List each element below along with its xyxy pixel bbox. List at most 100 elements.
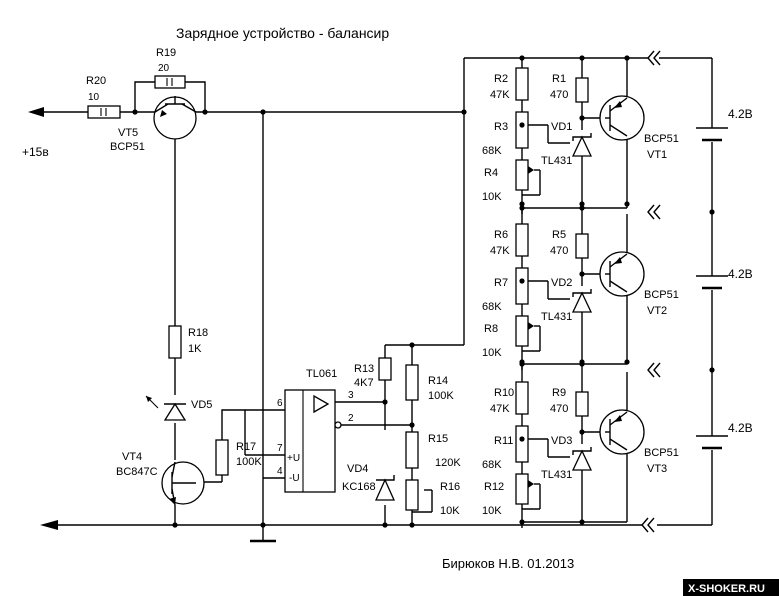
transistor-emitter-arrow (614, 257, 622, 264)
battery-cell-3: 4.2В (696, 421, 753, 450)
svg-text:VD4: VD4 (347, 463, 368, 475)
transistor-collector (609, 124, 628, 137)
wires (40, 57, 713, 540)
svg-text:10: 10 (88, 92, 100, 103)
resistor-collector (575, 77, 589, 103)
junction (624, 55, 630, 61)
resistor-collector (575, 233, 589, 259)
transistor-collector (609, 438, 628, 451)
svg-text:100K: 100K (428, 390, 454, 402)
shunt-part: TL431 (541, 155, 572, 167)
resistor-mid (515, 267, 529, 305)
transistor-part: BCP51 (644, 289, 679, 301)
resistor-collector (575, 391, 589, 417)
junction (519, 359, 525, 365)
potentiometer (515, 315, 529, 347)
potentiometer-ref: R8 (484, 323, 498, 335)
resistor-r13: R13 4K7 (354, 357, 392, 389)
junction (519, 519, 525, 525)
junctions (132, 109, 715, 528)
resistor-r18: R18 1K (168, 325, 208, 359)
svg-text:-U: -U (289, 473, 300, 484)
opamp-tl061: TL061 6 7 4 3 2 +U -U (277, 368, 354, 493)
svg-text:3: 3 (348, 390, 354, 401)
pot-wiper-arrow (528, 166, 534, 174)
resistor-mid-value: 68K (482, 301, 502, 313)
svg-text:100K: 100K (236, 456, 262, 468)
resistor-mid-ref: R3 (494, 121, 508, 133)
pot-wiper-arrow (528, 322, 534, 330)
svg-text:4: 4 (277, 466, 283, 477)
potentiometer-value: 10K (482, 191, 502, 203)
pot-wiper-arrow (528, 480, 534, 488)
transistor-part: BCP51 (644, 133, 679, 145)
junction (579, 55, 585, 61)
resistor-r14: R14 100K (405, 364, 454, 402)
shunt-ref: VD1 (551, 121, 572, 133)
potentiometer-ref: R12 (484, 481, 504, 493)
svg-text:1K: 1K (188, 343, 202, 355)
resistor-mid (515, 111, 529, 149)
svg-text:R19: R19 (156, 47, 176, 59)
resistor-r20: R20 10 (86, 75, 121, 119)
svg-text:2: 2 (348, 413, 354, 424)
junction (579, 271, 585, 277)
shunt-regulator (571, 291, 593, 313)
transistor-body (599, 251, 645, 297)
svg-text:R20: R20 (86, 75, 106, 87)
resistor-top (515, 223, 529, 257)
shunt-regulator (571, 449, 593, 471)
resistor-top-value: 47K (490, 89, 510, 101)
svg-text:20: 20 (158, 63, 170, 74)
resistor-mid-ref: R7 (494, 277, 508, 289)
resistor-top (515, 381, 529, 415)
svg-text:VD5: VD5 (191, 399, 212, 411)
svg-text:VT5: VT5 (118, 127, 138, 139)
shunt-cathode-bar (572, 133, 592, 141)
battery-cell-1: 4.2В (696, 107, 753, 142)
junction (624, 359, 630, 365)
resistor-mid-value: 68K (482, 459, 502, 471)
resistor-collector-ref: R9 (552, 387, 566, 399)
shunt-ref: VD3 (551, 435, 572, 447)
transistor-body (599, 95, 645, 141)
potentiometer (515, 159, 529, 191)
svg-text:R13: R13 (354, 363, 374, 375)
resistor-mid (515, 425, 529, 463)
svg-text:R17: R17 (236, 441, 256, 453)
ground-arrow (40, 520, 58, 530)
svg-text:VT4: VT4 (122, 451, 142, 463)
transistor-ref: VT3 (647, 463, 667, 475)
svg-text:10K: 10K (440, 505, 460, 517)
watermark-badge (683, 579, 779, 596)
svg-text:TL061: TL061 (306, 368, 337, 380)
shunt-part: TL431 (541, 469, 572, 481)
transistor-collector (609, 280, 628, 293)
shunt-regulator (571, 135, 593, 157)
potentiometer-value: 10K (482, 347, 502, 359)
watermark-text: X-SHOKER.RU (688, 583, 765, 595)
shunt-ref: VD2 (551, 277, 572, 289)
svg-text:4.2В: 4.2В (728, 107, 753, 121)
resistor-collector-ref: R5 (552, 229, 566, 241)
resistor-top-ref: R2 (494, 73, 508, 85)
diagram-title: Зарядное устройство - балансир (176, 25, 389, 41)
resistor-top-ref: R10 (494, 387, 514, 399)
battery-cell-2: 4.2В (696, 267, 753, 290)
led-vd5: VD5 (145, 395, 212, 421)
svg-text:4K7: 4K7 (354, 377, 374, 389)
resistor-collector-value: 470 (550, 403, 568, 415)
svg-text:+U: +U (287, 453, 300, 464)
supply-label: +15в (22, 145, 49, 159)
junction (519, 436, 525, 442)
svg-text:4.2В: 4.2В (728, 421, 753, 435)
junction (624, 201, 630, 207)
shunt-cathode-bar (572, 447, 592, 455)
potentiometer (515, 473, 529, 505)
transistor-body (599, 409, 645, 455)
svg-text:6: 6 (277, 398, 283, 409)
transistor-ref: VT2 (647, 305, 667, 317)
junction (519, 55, 525, 61)
